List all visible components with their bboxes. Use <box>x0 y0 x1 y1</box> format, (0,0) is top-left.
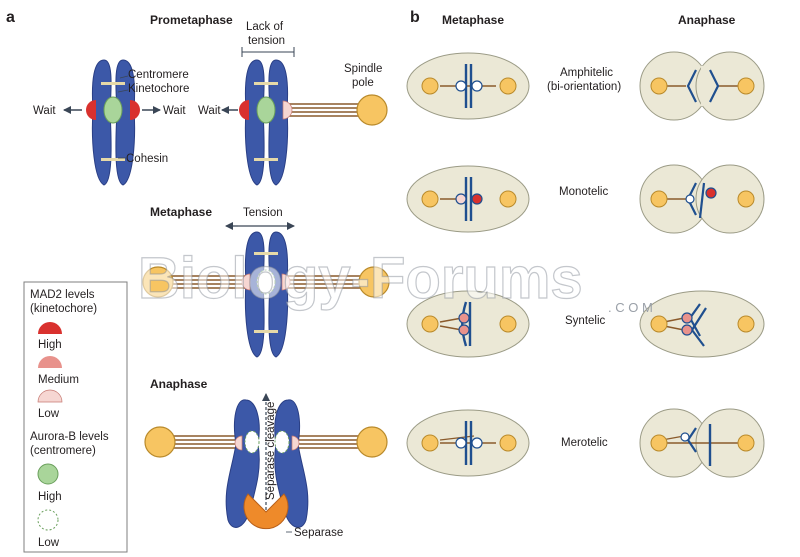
anaphase-cell-monotelic <box>639 164 765 234</box>
separase-enzyme <box>243 493 289 530</box>
anaphase-heading-a: Anaphase <box>150 377 208 391</box>
chromosome-separating <box>164 399 362 528</box>
metaphase-cell-merotelic <box>406 409 530 477</box>
legend-aurora-high: High <box>38 491 62 503</box>
spindle-label: Spindle <box>344 63 382 75</box>
legend-aurora-low: Low <box>38 537 60 549</box>
metaphase-cell-monotelic <box>406 165 530 233</box>
metaphase-heading-a: Metaphase <box>150 205 212 219</box>
legend-aurora-low-swatch <box>37 509 59 531</box>
legend-mad2-low-swatch <box>37 389 63 403</box>
legend-aurora-high-swatch <box>37 463 59 485</box>
legend-mad2-low: Low <box>38 408 60 420</box>
amphitelic-label: Amphitelic <box>560 67 613 79</box>
anaphase-cell-syntelic <box>639 290 765 358</box>
separase-cleavage-label: Separase cleavage <box>265 402 277 500</box>
centromere-leader <box>119 75 129 79</box>
aurora-high-centromere <box>103 96 123 124</box>
monotelic-label: Monotelic <box>559 186 608 198</box>
wait-label-left: Wait <box>33 105 56 117</box>
cohesin-band <box>101 158 125 161</box>
kinetochore-label: Kinetochore <box>128 83 189 95</box>
legend-mad2-high-swatch <box>38 322 62 334</box>
chromosome-monotelic <box>239 59 368 186</box>
legend-mad2-subtitle: (kinetochore) <box>30 303 97 315</box>
spindle-pole <box>144 426 176 458</box>
chromosome-bioriented <box>160 231 372 358</box>
amphitelic-sublabel: (bi-orientation) <box>547 81 621 93</box>
prometaphase-heading: Prometaphase <box>150 13 233 27</box>
pole-label: pole <box>352 77 374 89</box>
tension-label: Tension <box>243 207 283 219</box>
legend-mad2-medium: Medium <box>38 374 79 386</box>
metaphase-cell-amphitelic <box>406 52 530 120</box>
spindle-pole <box>356 426 388 458</box>
legend-mad2-medium-swatch <box>38 356 62 368</box>
anaphase-cell-merotelic <box>639 408 765 478</box>
legend-mad2-high: High <box>38 339 62 351</box>
cohesin-band <box>101 82 125 85</box>
legend-aurora-title: Aurora-B levels <box>30 431 109 443</box>
merotelic-label: Merotelic <box>561 437 608 449</box>
mad2-high-kinetochore <box>86 100 96 120</box>
metaphase-heading-b: Metaphase <box>442 13 504 27</box>
spindle-pole <box>358 266 390 298</box>
spindle-pole <box>142 266 174 298</box>
centromere-label: Centromere <box>128 69 189 81</box>
anaphase-heading-b: Anaphase <box>678 13 736 27</box>
watermark-text: Biology-Forums <box>138 246 583 311</box>
mad2-high-kinetochore <box>130 100 140 120</box>
panel-b-letter: b <box>410 9 420 26</box>
separase-label: Separase <box>294 527 343 539</box>
panel-a-letter: a <box>6 9 15 26</box>
wait-label-prometaphase: Wait <box>198 105 221 117</box>
kinetochore-leader <box>117 89 129 93</box>
legend-mad2-title: MAD2 levels <box>30 289 95 301</box>
tension-word-label: tension <box>248 35 285 47</box>
wait-label-right: Wait <box>163 105 186 117</box>
legend-aurora-subtitle: (centromere) <box>30 445 96 457</box>
watermark-com: . C O M <box>608 300 653 315</box>
cohesin-label: Cohesin <box>126 153 168 165</box>
lack-of-label: Lack of <box>246 21 284 33</box>
anaphase-cell-amphitelic <box>639 51 765 121</box>
syntelic-label: Syntelic <box>565 315 606 327</box>
spindle-pole <box>356 94 388 126</box>
metaphase-cell-syntelic <box>406 290 530 358</box>
